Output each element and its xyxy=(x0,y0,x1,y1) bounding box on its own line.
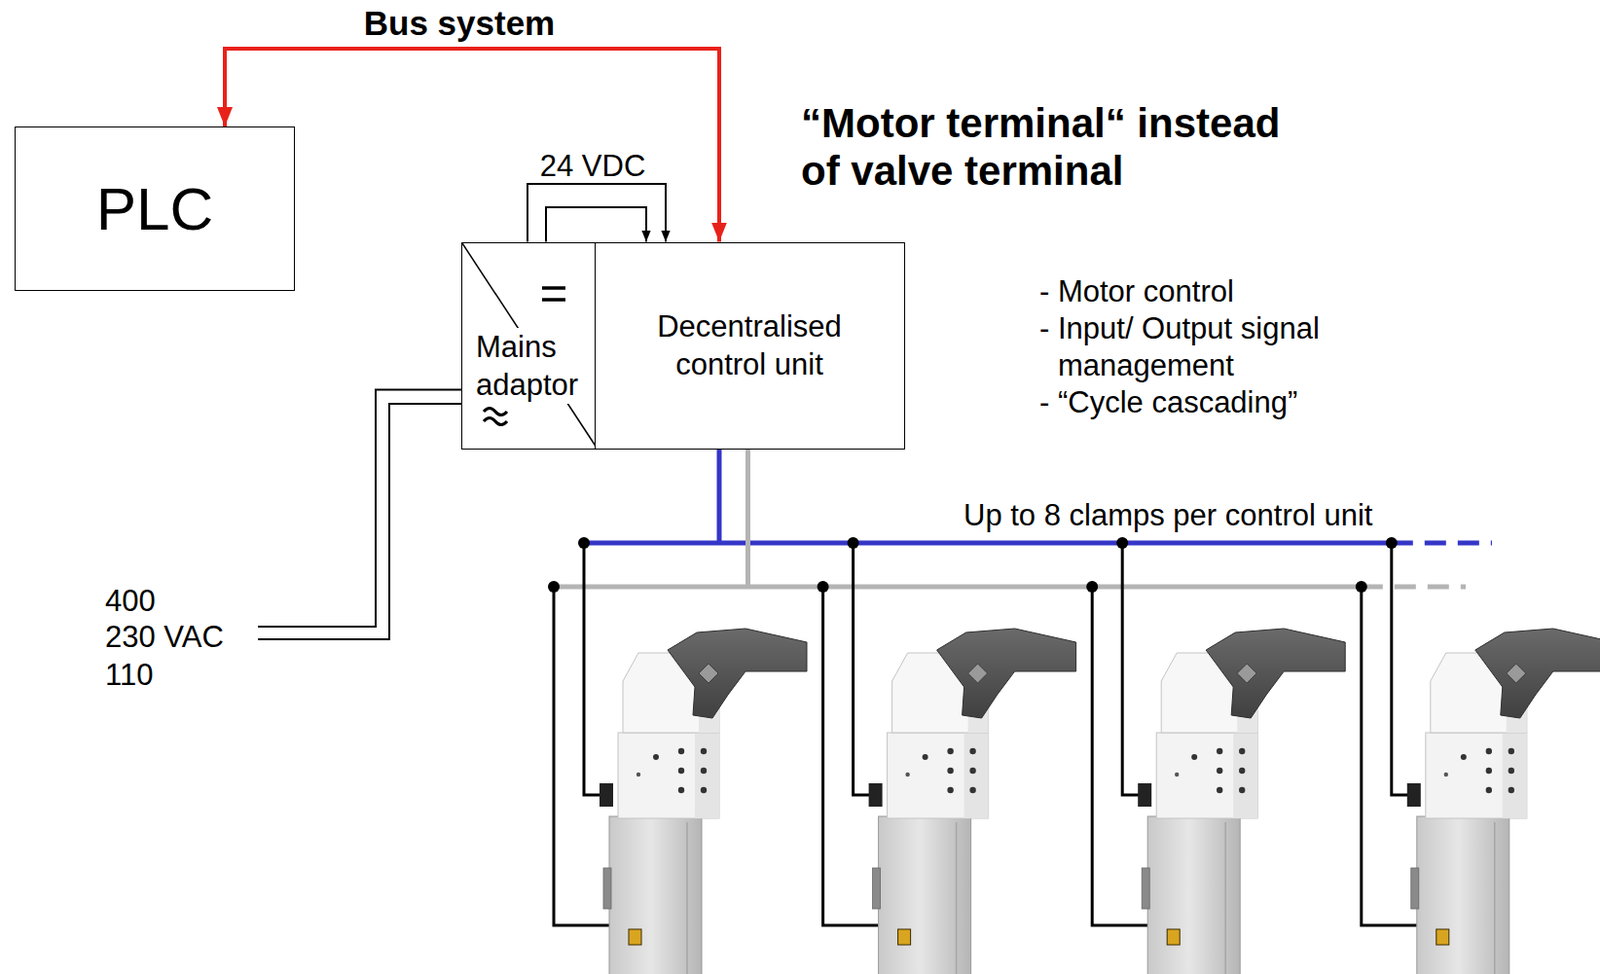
junction-dot xyxy=(578,537,590,549)
clamp-illustration xyxy=(1407,628,1600,974)
clamp-illustration xyxy=(1137,628,1346,974)
voltage-value: 230 VAC xyxy=(105,618,224,657)
mains-adaptor-box: Mains adaptor xyxy=(461,242,599,450)
junction-dot xyxy=(1385,537,1398,549)
drop-wire xyxy=(583,543,602,796)
junction-dot xyxy=(1355,581,1368,593)
signal-bus-continuation xyxy=(1391,541,1492,546)
mains-cable xyxy=(257,403,462,640)
node-label: Decentralised control unit xyxy=(627,307,872,384)
feature-item: - Motor control xyxy=(1039,273,1235,312)
drop-wire xyxy=(823,586,879,926)
power-connector xyxy=(527,183,666,243)
drop-wire xyxy=(1091,586,1148,926)
junction-dot xyxy=(817,581,830,593)
power-wire xyxy=(545,207,647,243)
control-unit-box: Decentralised control unit xyxy=(594,242,906,450)
clamp-illustration xyxy=(869,628,1077,974)
ac-symbol xyxy=(483,407,508,415)
feature-item: - “Cycle cascading” xyxy=(1039,384,1298,423)
dc-symbol xyxy=(542,297,566,302)
dc-symbol xyxy=(542,286,566,291)
bus-connector xyxy=(224,48,720,243)
voltage-label: 24 VDC xyxy=(538,150,649,182)
clamp-illustration xyxy=(599,628,807,974)
power-bus-continuation xyxy=(1361,584,1466,590)
junction-dot xyxy=(847,537,860,549)
drop-wire xyxy=(853,543,872,796)
junction-dot xyxy=(1086,581,1098,593)
clamp-count-note: Up to 8 clamps per control unit xyxy=(963,497,1373,536)
diagonal-line xyxy=(462,243,597,448)
mains-cable xyxy=(257,390,462,628)
signal-bus xyxy=(717,449,723,545)
drop-wire xyxy=(1361,586,1418,926)
ac-symbol xyxy=(483,417,508,425)
feature-item: - Input/ Output signal management xyxy=(1039,310,1361,386)
plc-box: PLC xyxy=(14,126,295,291)
diagram-title: “Motor terminal“ instead of valve termin… xyxy=(800,99,1308,195)
junction-dot xyxy=(547,581,560,593)
power-bus xyxy=(553,584,1362,590)
voltage-value: 110 xyxy=(105,656,153,695)
node-label: PLC xyxy=(96,174,215,245)
drop-wire xyxy=(553,586,610,926)
voltage-value: 400 xyxy=(105,582,156,621)
signal-bus xyxy=(583,541,1392,546)
node-label: Mains adaptor xyxy=(475,327,591,404)
power-bus xyxy=(745,449,751,588)
drop-wire xyxy=(1391,543,1410,796)
drop-wire xyxy=(1122,543,1140,796)
junction-dot xyxy=(1116,537,1128,549)
bus-label: Bus system xyxy=(362,5,557,40)
